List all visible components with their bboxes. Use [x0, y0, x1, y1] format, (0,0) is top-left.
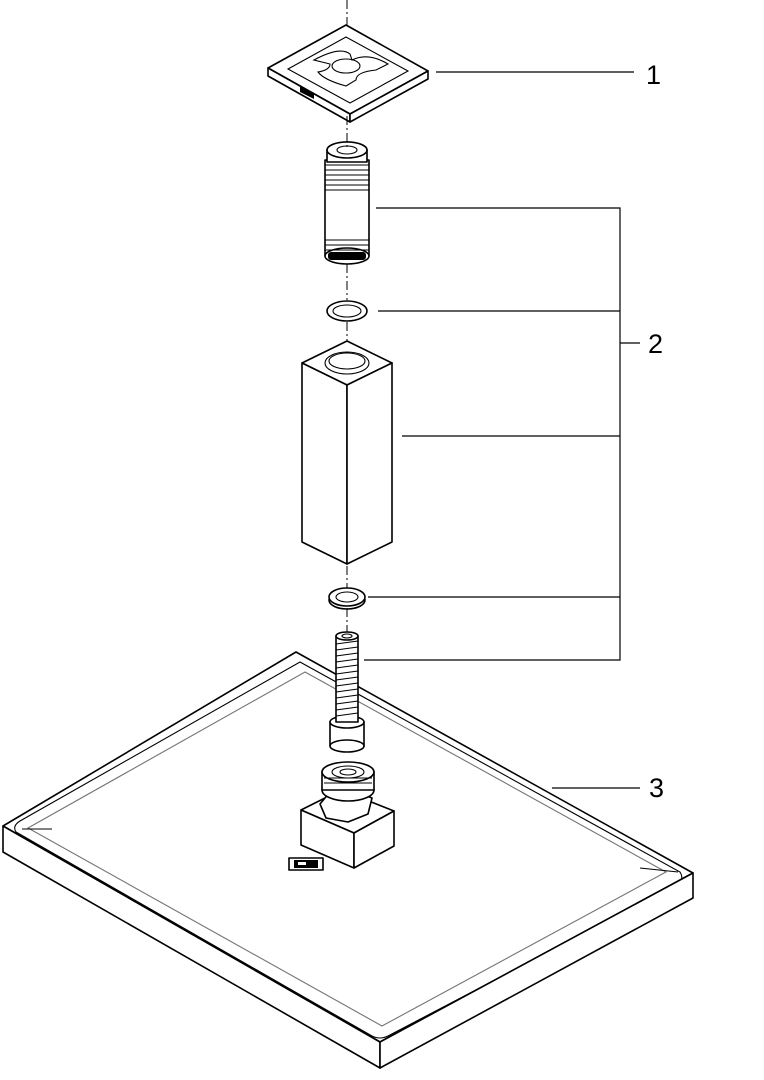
callout-3: 3: [649, 773, 664, 803]
callout-2: 2: [648, 329, 663, 359]
square-extension-tube: [301, 340, 393, 565]
upper-o-ring: [326, 300, 368, 322]
threaded-nipple: [324, 141, 370, 265]
lower-o-ring: [328, 587, 366, 610]
flange-label-icon: [300, 86, 314, 99]
center-connector-block: [300, 761, 395, 869]
threaded-connector: [329, 631, 365, 753]
brand-label-icon: [288, 857, 324, 871]
leader-lines: [364, 71, 640, 789]
ceiling-flange: [267, 24, 429, 123]
callout-1: 1: [646, 60, 661, 90]
